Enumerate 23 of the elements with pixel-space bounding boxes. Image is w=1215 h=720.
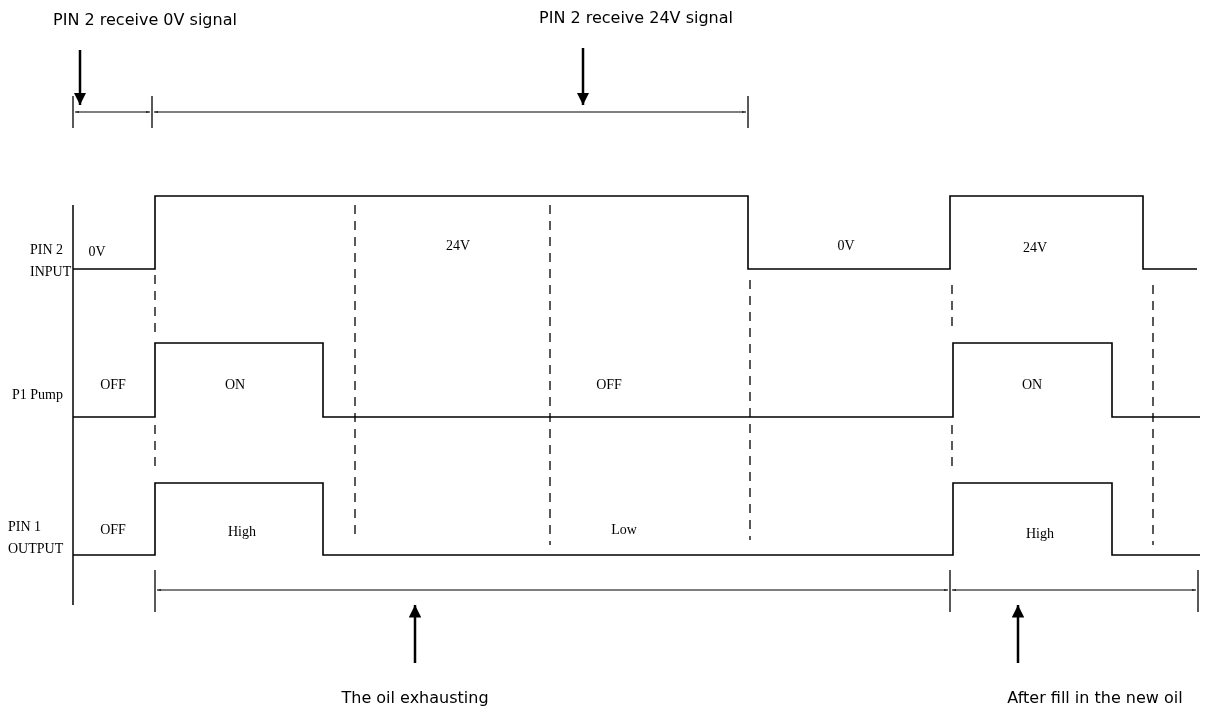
arrow bbox=[1011, 605, 1025, 663]
signal-state: OFF bbox=[100, 521, 126, 540]
signal-name: PIN 2 INPUT bbox=[30, 241, 73, 281]
arrow bbox=[408, 605, 422, 663]
signal-state: OFF bbox=[100, 376, 126, 395]
signal-state: OFF bbox=[596, 376, 622, 395]
signal-state: 0V bbox=[88, 243, 106, 262]
signal-state: 24V bbox=[1022, 239, 1048, 258]
annotation-text: The oil exhausting bbox=[341, 662, 489, 707]
signal-name: P1 Pump bbox=[12, 386, 64, 405]
annotation-text: PIN 2 receive 0V signal bbox=[53, 10, 237, 51]
arrow bbox=[73, 50, 87, 105]
signal-state: 24V bbox=[445, 237, 471, 256]
signal-state: ON bbox=[224, 376, 246, 395]
signal-state: 0V bbox=[837, 237, 855, 256]
signal-state: ON bbox=[1021, 376, 1043, 395]
arrow bbox=[576, 48, 590, 105]
signal-name: PIN 1 OUTPUT bbox=[8, 518, 65, 558]
annotation-text: After fill in the new oil bbox=[1007, 662, 1183, 707]
signal-state: High bbox=[228, 523, 256, 542]
signal-state: Low bbox=[611, 521, 637, 540]
signal-state: High bbox=[1026, 525, 1054, 544]
annotation-text: PIN 2 receive 24V signal bbox=[539, 8, 733, 49]
